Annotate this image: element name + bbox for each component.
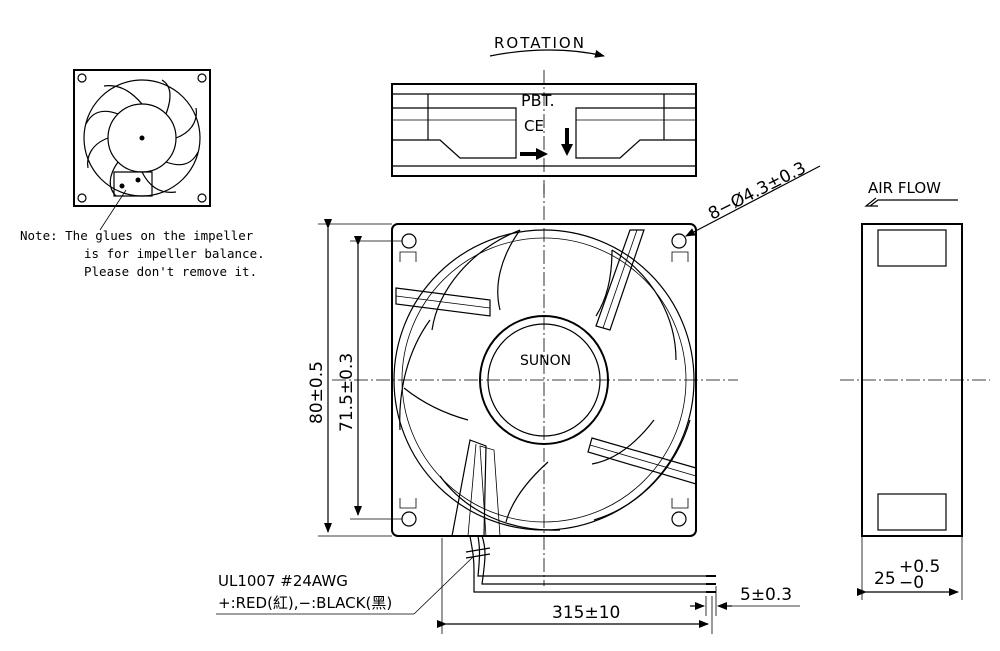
side-view: AIR FLOW 25 +0.5 −0 <box>840 179 990 600</box>
brand-label: SUNON <box>520 353 571 369</box>
outer-size-dimension: 80±0.5 <box>307 219 392 537</box>
airflow-label: AIR FLOW <box>868 179 941 197</box>
ce-mark: CE <box>524 117 544 135</box>
thickness-tol-minus: −0 <box>899 573 924 593</box>
outer-size-label: 80±0.5 <box>307 361 327 424</box>
note-line-2: is for impeller balance. <box>84 246 265 261</box>
thickness-dimension: 25 <box>874 569 896 589</box>
strip-length-dimension: 5±0.3 <box>690 585 800 616</box>
material-label: PBT. <box>521 91 555 110</box>
hole-pitch-dimension: 71.5±0.3 <box>337 236 402 520</box>
lead-length-dimension: 315±10 <box>437 538 713 634</box>
wire-spec-callout: UL1007 #24AWG +:RED(紅),−:BLACK(黑) <box>216 555 475 615</box>
hole-pitch-label: 71.5±0.3 <box>337 353 357 432</box>
note-line-1: Note: The glues on the impeller <box>20 228 254 243</box>
mount-hole-callout: 8−Ø4.3±0.3 <box>685 158 821 237</box>
lead-length-label: 315±10 <box>552 603 620 623</box>
impeller-thumbnail <box>73 69 211 231</box>
impeller-note: Note: The glues on the impeller is for i… <box>20 228 265 279</box>
note-line-3: Please don't remove it. <box>84 264 257 279</box>
thickness-tol-plus: +0.5 <box>899 557 940 577</box>
rotation-label: ROTATION <box>494 34 586 52</box>
wire-spec-line-1: UL1007 #24AWG <box>218 572 348 590</box>
mount-holes-label: 8−Ø4.3±0.3 <box>705 158 809 224</box>
down-arrow-icon <box>561 144 573 156</box>
right-arrow-icon <box>536 148 548 160</box>
front-view: SUNON <box>332 184 738 593</box>
wire-spec-line-2: +:RED(紅),−:BLACK(黑) <box>218 594 392 612</box>
strip-length-label: 5±0.3 <box>740 585 792 605</box>
top-view: ROTATION PBT. CE <box>391 34 697 196</box>
